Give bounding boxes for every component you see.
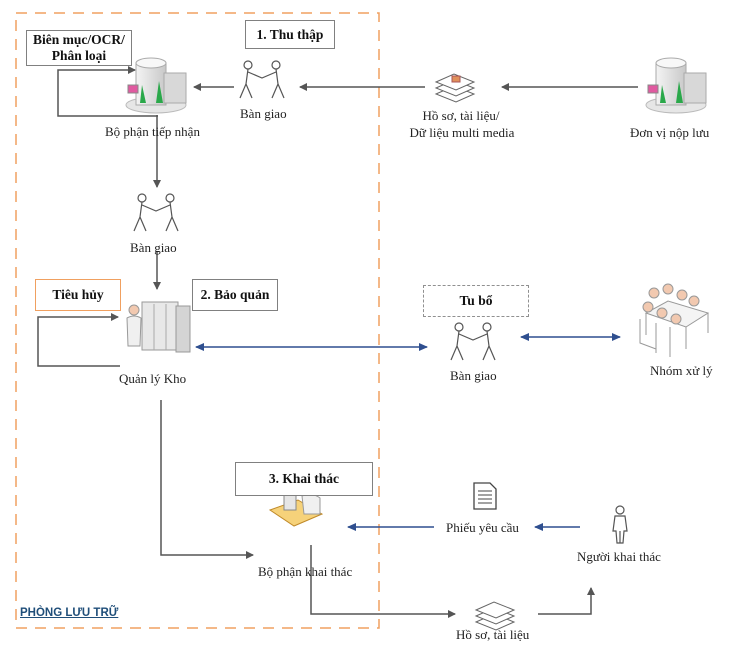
flow-catalog-loop xyxy=(57,66,158,117)
processing-group-label: Nhóm xử lý xyxy=(650,363,713,378)
flow-warehouse-to-exploit xyxy=(160,400,254,559)
flow-destroy-loop xyxy=(37,313,120,367)
flow-exploit-to-docs xyxy=(310,545,456,618)
flow-docs-to-user xyxy=(538,587,595,615)
user-label: Người khai thác xyxy=(577,549,661,564)
blue-flow-lines xyxy=(195,333,621,531)
handshake-icon xyxy=(239,60,285,99)
request-form-label: Phiếu yêu cầu xyxy=(446,520,519,535)
user-icon xyxy=(612,505,628,544)
archive-zone-label: PHÒNG LƯU TRỮ xyxy=(20,607,119,619)
handshake-icon xyxy=(133,193,179,232)
warehouse-label: Quản lý Kho xyxy=(119,371,187,386)
document-stack-icon xyxy=(434,73,476,103)
archive-zone-border xyxy=(15,12,380,629)
catalog-ocr-classify-box: Biên mục/OCR/ Phân loại xyxy=(26,30,132,66)
building-icon xyxy=(125,57,187,114)
stage-exploit-box: 3. Khai thác xyxy=(235,462,373,496)
handshake-icon xyxy=(450,322,496,361)
documents-media-label-1: Hồ sơ, tài liệu/ xyxy=(422,108,500,123)
reception-label: Bộ phận tiếp nhận xyxy=(105,124,200,139)
handover-label: Bàn giao xyxy=(450,368,497,383)
request-form-icon xyxy=(473,482,497,510)
exploit-dept-label: Bộ phận khai thác xyxy=(258,564,353,579)
storage-manager-icon xyxy=(126,301,191,353)
documents-media-label-2: Dữ liệu multi media xyxy=(409,125,515,140)
restore-box: Tu bổ xyxy=(423,285,529,317)
documents-label: Hồ sơ, tài liệu xyxy=(456,627,530,642)
stage-preserve-box: 2. Bảo quản xyxy=(192,279,278,311)
document-stack-icon xyxy=(474,601,516,631)
stage-collect-box: 1. Thu thập xyxy=(245,20,335,49)
handover-label: Bàn giao xyxy=(240,106,287,121)
destroy-box: Tiêu hủy xyxy=(35,279,121,311)
building-icon xyxy=(645,57,707,114)
submitting-unit-label: Đơn vị nộp lưu xyxy=(630,125,710,140)
flow-lines xyxy=(37,66,638,618)
handover-label: Bàn giao xyxy=(130,240,177,255)
meeting-group-icon xyxy=(639,283,710,357)
